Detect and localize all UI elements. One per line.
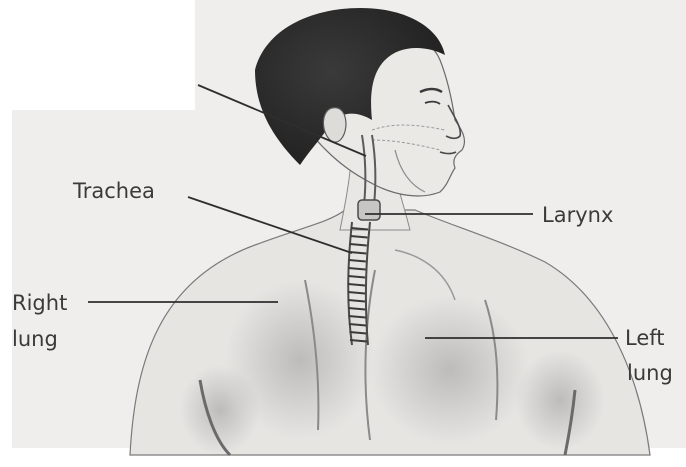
larynx-shape bbox=[358, 200, 380, 220]
right-lung-label-line1: Right bbox=[12, 291, 67, 315]
right-lung-label-line2: lung bbox=[12, 327, 58, 351]
left-lung-label-line2: lung bbox=[627, 361, 673, 385]
trachea-label: Trachea bbox=[72, 179, 155, 203]
larynx-label: Larynx bbox=[542, 203, 613, 227]
left-lung-label-line1: Left bbox=[625, 326, 665, 350]
trachea-rings bbox=[348, 228, 368, 342]
